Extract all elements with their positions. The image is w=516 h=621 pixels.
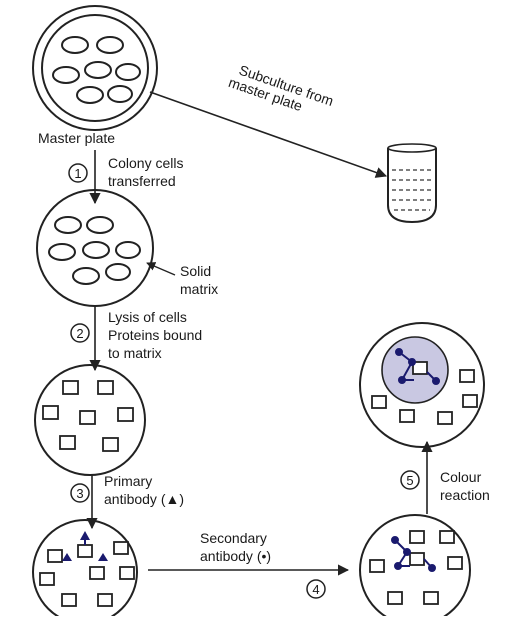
primary-antibody-plate	[32, 519, 138, 621]
antibody-complex	[391, 536, 436, 572]
protein-spots	[42, 380, 134, 452]
culture-tube-liquid	[392, 169, 432, 211]
master-plate-colonies	[52, 36, 141, 104]
step-3-number: 3	[76, 486, 83, 501]
secondary-plate-spots	[369, 530, 463, 605]
step-1-label-line-2: transferred	[108, 173, 176, 189]
subculture-label: Subculture from master plate	[226, 62, 335, 115]
protein-bound-plate	[34, 364, 146, 476]
step-5-label-line-1: Colour	[440, 469, 482, 485]
step-2-label-line-2: Proteins bound	[108, 327, 202, 343]
step-4-number: 4	[312, 582, 319, 597]
colour-plate-spots	[371, 361, 478, 425]
step-5-badge	[400, 470, 420, 490]
step-1-number: 1	[74, 166, 81, 181]
primary-plate-spots	[39, 541, 135, 607]
primary-antibody-marks	[62, 531, 108, 561]
step-3-label-line-1: Primary	[104, 473, 152, 489]
step-4-label-line-2: antibody (•)	[200, 548, 271, 564]
colour-complex	[395, 348, 440, 385]
step-2-label-line-1: Lysis of cells	[108, 309, 187, 325]
step-5-number: 5	[406, 473, 413, 488]
master-plate-label: Master plate	[38, 130, 115, 146]
step-5-label-line-2: reaction	[440, 487, 490, 503]
solid-matrix-pointer	[146, 262, 176, 276]
step-2-badge	[70, 323, 90, 343]
step-3-label-line-2: antibody (▲)	[104, 491, 184, 507]
step-2-number: 2	[76, 326, 83, 341]
solid-matrix-label-line-1: Solid	[180, 263, 211, 279]
secondary-antibody-plate	[359, 514, 471, 621]
subculture-arrow	[149, 91, 388, 178]
culture-tube	[387, 143, 437, 224]
solid-matrix-plate	[36, 189, 154, 307]
step-1-label-line-1: Colony cells	[108, 155, 183, 171]
step-2-label-line-3: to matrix	[108, 345, 162, 361]
master-plate	[32, 5, 158, 131]
step-4-badge	[306, 579, 326, 599]
colour-reaction-plate	[359, 322, 485, 448]
step-1-badge	[68, 163, 88, 183]
solid-matrix-colonies	[48, 216, 141, 285]
step-3-badge	[70, 483, 90, 503]
step-4-label-line-1: Secondary	[200, 530, 267, 546]
solid-matrix-label-line-2: matrix	[180, 281, 218, 297]
